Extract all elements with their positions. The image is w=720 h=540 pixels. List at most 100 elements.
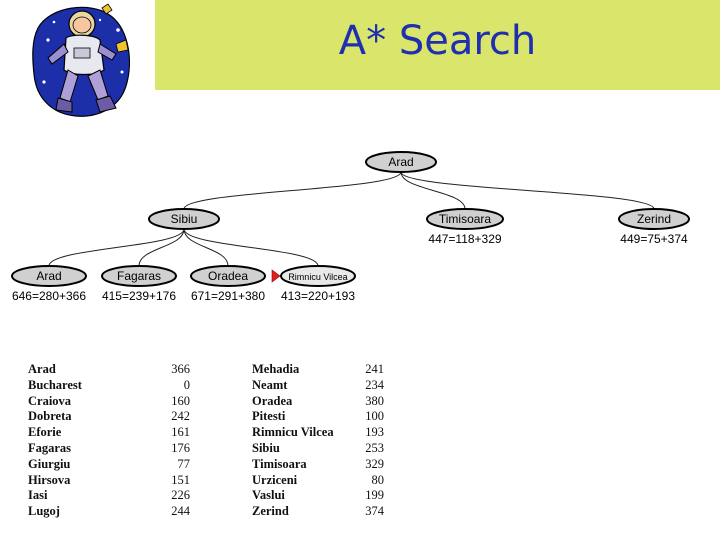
heuristic-row: Oradea 380 <box>252 394 392 410</box>
tree-node-fvalue: 413=220+193 <box>281 289 355 303</box>
heuristic-city: Arad <box>28 362 56 376</box>
heuristic-city: Urziceni <box>252 472 298 487</box>
heuristic-row: Bucharest 0 <box>28 377 190 394</box>
heuristic-distance: 244 <box>171 504 190 519</box>
title-bar: A* Search <box>155 0 720 90</box>
heuristic-distance: 329 <box>365 456 384 471</box>
tree-node-label: Fagaras <box>117 269 161 283</box>
tree-node-shape <box>190 265 266 287</box>
heuristic-distance: 234 <box>365 377 384 392</box>
heuristic-city: Giurgiu <box>28 456 71 471</box>
tree-node-label: Timisoara <box>439 212 492 226</box>
next-expansion-arrow-icon <box>271 269 281 283</box>
tree-edge-sibiu-fagaras <box>138 228 185 267</box>
tree-edge-arad-sibiu <box>183 171 402 210</box>
tree-node-timisoara: Timisoara 447=118+329 <box>426 208 504 246</box>
heuristic-city: Lugoj <box>28 504 60 519</box>
tree-node-label: Sibiu <box>171 212 198 226</box>
tree-node-label: Rimnicu Vilcea <box>288 272 347 282</box>
heuristic-city: Dobreta <box>28 409 72 424</box>
heuristic-city: Pitesti <box>252 409 286 424</box>
heuristic-row: Sibiu 253 <box>252 441 392 457</box>
heuristic-distance: 151 <box>171 472 190 487</box>
tree-edges <box>48 171 655 267</box>
tree-node-shape <box>280 265 356 287</box>
heuristic-city: Neamt <box>252 377 288 392</box>
heuristic-distance: 241 <box>365 362 384 376</box>
heuristic-city: Bucharest <box>28 377 82 392</box>
heuristic-distance: 193 <box>365 425 384 440</box>
tree-node-arad2: Arad 646=280+366 <box>11 265 87 303</box>
tree-node-shape <box>618 208 690 230</box>
tree-edge-sibiu-arad2 <box>48 228 185 267</box>
tree-node-zerind: Zerind 449=75+374 <box>618 208 690 246</box>
tree-node-shape <box>11 265 87 287</box>
heuristic-distance: 199 <box>365 488 384 503</box>
tree-edge-sibiu-oradea <box>183 228 229 267</box>
heuristic-city: Rimnicu Vilcea <box>252 425 334 440</box>
heuristic-distance: 253 <box>365 440 384 455</box>
tree-node-shape <box>101 265 177 287</box>
heuristic-distance: 77 <box>177 456 191 471</box>
tree-node-fagaras: Fagaras 415=239+176 <box>101 265 177 303</box>
heuristic-distance: 160 <box>171 393 190 408</box>
heuristic-row: Zerind 374 <box>252 504 392 520</box>
heuristic-row: Vaslui 199 <box>252 488 392 504</box>
tree-node-label: Oradea <box>208 269 248 283</box>
tree-node-sibiu: Sibiu <box>148 208 220 230</box>
tree-node-label: Arad <box>388 155 413 169</box>
tree-edge-sibiu-rimnicu <box>183 228 319 267</box>
tree-node-arad: Arad <box>365 151 437 173</box>
heuristic-distance: 0 <box>183 377 190 392</box>
tree-node-fvalue: 415=239+176 <box>102 289 176 303</box>
heuristic-city: Vaslui <box>252 488 285 503</box>
heuristic-city: Iasi <box>28 488 48 503</box>
heuristic-distance: 100 <box>365 409 384 424</box>
tree-edge-arad-timisoara <box>400 171 466 210</box>
heuristic-distance: 226 <box>171 488 190 503</box>
heuristic-row: Giurgiu 77 <box>28 456 190 473</box>
heuristic-distance: 366 <box>171 362 190 376</box>
heuristic-distance: 176 <box>171 440 190 455</box>
tree-node-fvalue: 646=280+366 <box>12 289 86 303</box>
heuristic-city: Hirsova <box>28 472 71 487</box>
astronaut-icon <box>32 3 131 117</box>
heuristic-distance: 374 <box>365 504 384 519</box>
heuristic-city: Zerind <box>252 504 289 519</box>
heuristic-city: Timisoara <box>252 456 307 471</box>
heuristic-row: Neamt 234 <box>252 378 392 394</box>
heuristic-row: Rimnicu Vilcea 193 <box>252 425 392 441</box>
heuristic-row: Iasi 226 <box>28 488 190 504</box>
tree-node-fvalue: 449=75+374 <box>620 232 688 246</box>
heuristic-row: Hirsova 151 <box>28 472 190 489</box>
heuristic-distance: 380 <box>365 393 384 408</box>
heuristic-row: Dobreta 242 <box>28 409 190 425</box>
heuristic-row: Pitesti 100 <box>252 409 392 425</box>
tree-node-label: Arad <box>36 269 61 283</box>
heuristic-row: Lugoj 244 <box>28 504 190 520</box>
heuristic-city: Mehadia <box>252 362 300 376</box>
heuristic-city: Oradea <box>252 393 293 408</box>
heuristic-distance: 242 <box>171 409 190 424</box>
heuristic-city: Sibiu <box>252 440 280 455</box>
tree-node-shape <box>148 208 220 230</box>
tree-node-shape <box>365 151 437 173</box>
slide-title: A* Search <box>338 18 537 64</box>
tree-node-label: Zerind <box>637 212 671 226</box>
tree-node-fvalue: 447=118+329 <box>428 232 502 246</box>
heuristic-distance: 161 <box>171 425 190 440</box>
tree-node-shape <box>426 208 504 230</box>
heuristic-row: Timisoara 329 <box>252 457 392 473</box>
tree-node-rimnicu: Rimnicu Vilcea 413=220+193 <box>271 265 356 303</box>
heuristic-row: Mehadia 241 <box>252 362 392 378</box>
